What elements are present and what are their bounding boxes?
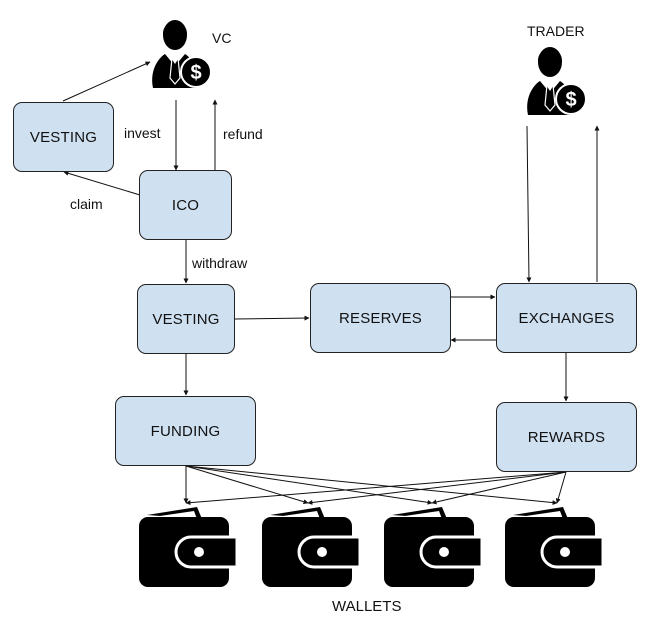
funding-node: FUNDING [115,396,256,466]
edge-rewards-to-wallet [185,471,567,506]
edge-rewards-to-wallet [307,471,567,505]
ico-node: ICO [139,170,232,240]
wallets-label: WALLETS [332,598,402,615]
edge-funding-to-wallet [185,465,309,505]
edge-trader-to-exchanges [526,125,532,283]
wallet-icon [260,505,362,589]
edge-vesting-to-vc [62,61,151,102]
edge-claim [63,170,141,196]
wallet-icon [503,505,605,589]
vc-label: VC [212,30,232,46]
reserves-node: RESERVES [310,283,451,353]
vesting-top-node: VESTING [13,102,114,172]
edge-funding-to-wallet [185,465,558,506]
vesting-node: VESTING [137,284,235,354]
refund-label: refund [223,126,263,142]
edge-funding-to-wallet [185,465,433,505]
edge-rewards-to-wallet [431,471,567,505]
invest-label: invest [124,125,161,141]
edge-rewards-to-wallet [555,471,567,504]
trader-person-icon [526,46,587,116]
exchanges-node: EXCHANGES [496,283,637,353]
edge-vesting-to-reserves [234,315,310,321]
wallet-icon [137,505,239,589]
withdraw-label: withdraw [192,255,248,271]
wallet-icon [382,505,484,589]
rewards-node: REWARDS [496,402,637,472]
trader-label: TRADER [527,23,585,39]
claim-label: claim [70,196,103,212]
vc-person-icon [151,19,212,89]
